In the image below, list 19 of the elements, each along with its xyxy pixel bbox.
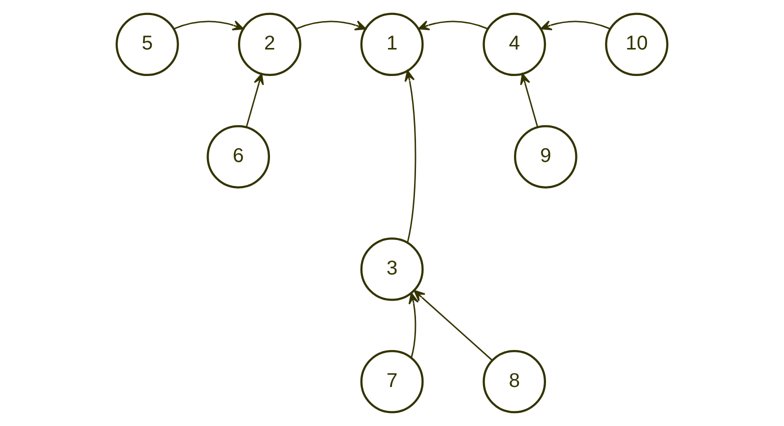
arrow (408, 292, 419, 358)
arrow (296, 20, 366, 30)
node-circle: 5 (116, 12, 179, 76)
arrow (404, 70, 416, 243)
arrow (174, 20, 244, 30)
arrow (246, 73, 264, 128)
node-circle: 6 (206, 125, 270, 188)
node-circle: 4 (482, 12, 546, 76)
node-circle: 9 (514, 125, 578, 188)
arrow (418, 20, 488, 30)
arrow (540, 20, 610, 30)
node-circle: 10 (605, 12, 668, 76)
node-circle: 2 (238, 12, 302, 76)
node-circle: 1 (360, 12, 424, 76)
node-circle: 3 (360, 238, 424, 301)
arrow (414, 290, 493, 361)
node-circle: 8 (482, 350, 546, 414)
node-circle: 7 (360, 350, 424, 414)
arrow (520, 73, 538, 128)
